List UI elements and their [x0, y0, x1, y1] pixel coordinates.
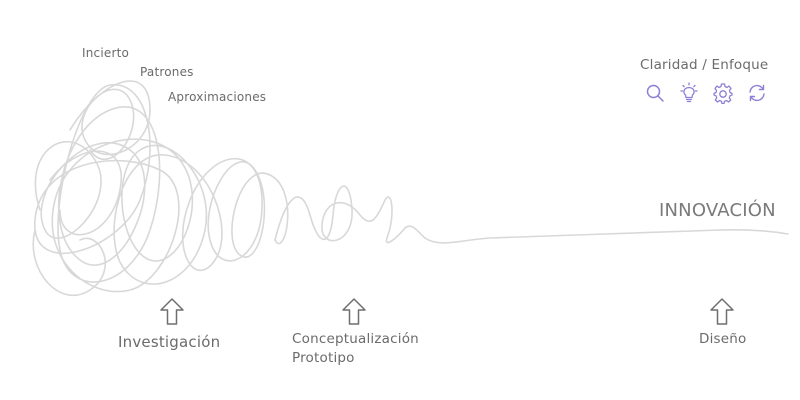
- chaos-scribble-loops: [34, 84, 289, 293]
- label-conceptualizacion: Conceptualización: [292, 331, 419, 347]
- label-incierto: Incierto: [82, 46, 130, 60]
- lightbulb-icon: [678, 82, 700, 104]
- converging-line: [274, 185, 789, 244]
- arrow-up-icon: [710, 298, 734, 325]
- label-investigacion: Investigación: [118, 333, 221, 351]
- label-prototipo: Prototipo: [292, 350, 355, 366]
- refresh-icon: [746, 82, 768, 104]
- arrow-up-icon: [160, 298, 184, 325]
- label-aproximaciones: Aproximaciones: [168, 90, 267, 104]
- label-patrones: Patrones: [140, 65, 194, 79]
- arrow-up-icon: [342, 298, 366, 325]
- search-icon: [644, 82, 666, 104]
- gear-icon: [712, 82, 734, 105]
- label-diseno: Diseño: [699, 331, 747, 347]
- chaos-scribble-upper: [32, 80, 151, 297]
- clarity-icons: [644, 82, 768, 105]
- label-innovacion: INNOVACIÓN: [659, 200, 776, 221]
- label-claridad: Claridad / Enfoque: [640, 57, 769, 73]
